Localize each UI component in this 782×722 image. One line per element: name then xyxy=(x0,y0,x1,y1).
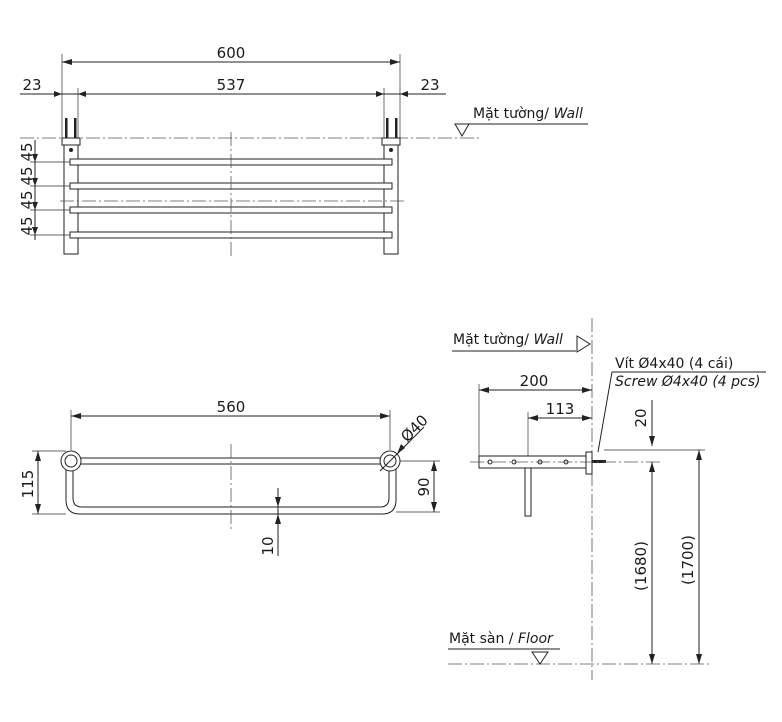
screw-label-en: Screw Ø4x40 (4 pcs) xyxy=(615,374,761,390)
dim-diameter: Ø40 xyxy=(397,411,432,446)
screw-label-vi: Vít Ø4x40 (4 cái) xyxy=(615,356,733,372)
dim-overall-width: 600 xyxy=(217,44,246,62)
dim-right-offset: 23 xyxy=(420,76,439,94)
dim-spacing-2: 45 xyxy=(18,166,36,185)
dim-front-height: 115 xyxy=(19,470,37,499)
wall-screw-icon xyxy=(65,118,398,138)
dim-side-depth: 200 xyxy=(520,372,549,390)
dim-spacing-3: 45 xyxy=(18,190,36,209)
dim-spacing-1: 45 xyxy=(18,142,36,161)
dim-left-offset: 23 xyxy=(22,76,41,94)
floor-label: Mặt sàn / Floor xyxy=(449,631,554,647)
front-view: 560 Ø40 115 90 xyxy=(19,398,440,556)
dim-side-h2: (1700) xyxy=(679,535,697,585)
flange-left xyxy=(60,450,82,472)
dim-side-h1: (1680) xyxy=(632,541,650,591)
side-view: Mặt tường/ Wall Vít Ø4x40 (4 cái) Screw … xyxy=(448,318,766,680)
dim-side-mid: 113 xyxy=(546,400,575,418)
wall-label-side: Mặt tường/ Wall xyxy=(453,332,563,348)
dim-front-drop: 90 xyxy=(415,477,433,496)
dim-spacing-4: 45 xyxy=(18,216,36,235)
dim-side-top: 20 xyxy=(632,408,650,427)
dim-front-width: 560 xyxy=(217,398,246,416)
dim-inner-width: 537 xyxy=(217,76,246,94)
top-view: 600 537 23 23 Mặt tường/ Wall xyxy=(18,44,588,258)
dim-front-offset: 10 xyxy=(259,536,277,555)
wall-label-top: Mặt tường/ Wall xyxy=(473,106,583,122)
